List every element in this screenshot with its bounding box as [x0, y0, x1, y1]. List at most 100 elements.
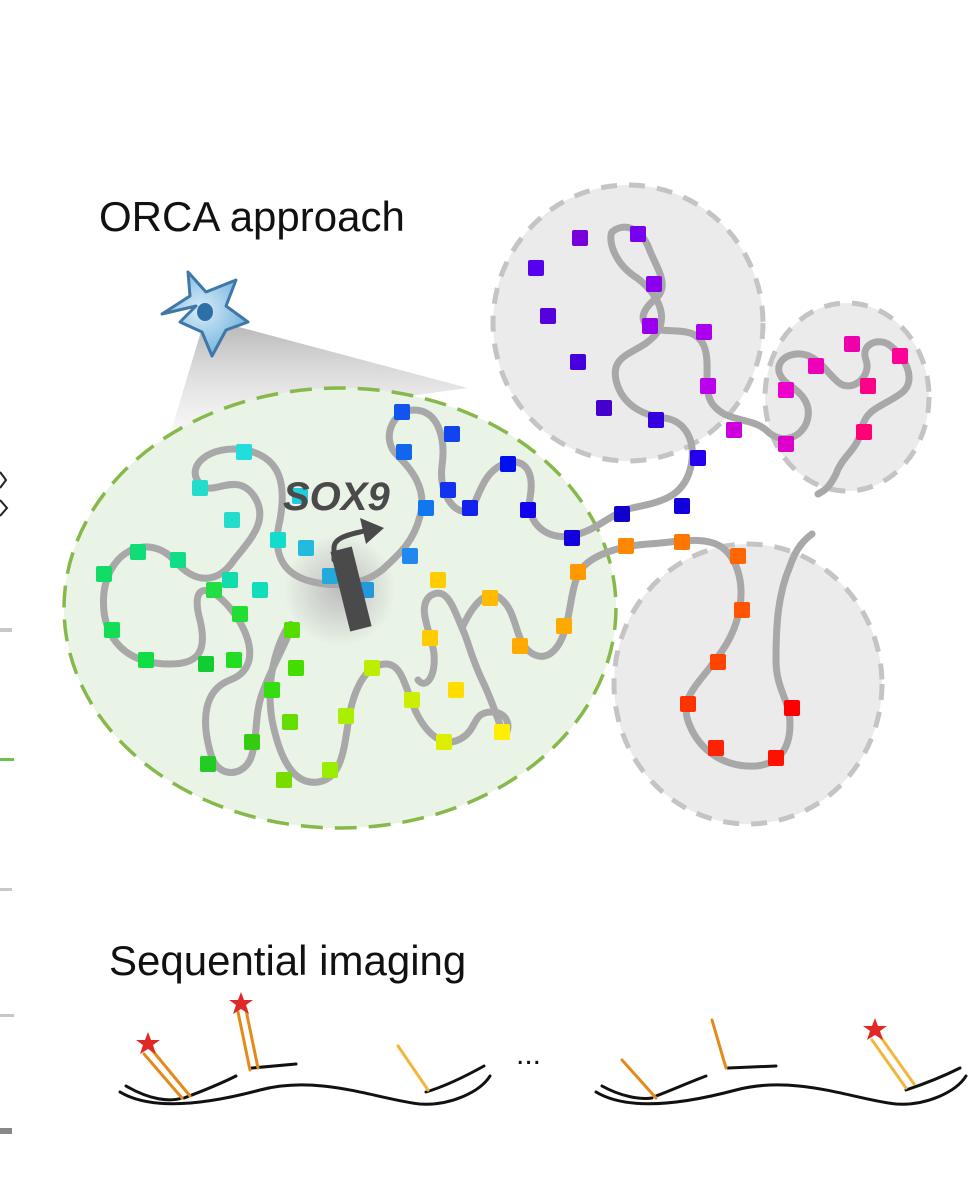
probe-marker: [596, 400, 612, 416]
ellipsis: ...: [516, 1038, 541, 1071]
probe-marker: [564, 530, 580, 546]
domain-right: [762, 300, 932, 494]
dna-strands: [118, 1062, 968, 1106]
probe-1-readout: [150, 1048, 192, 1098]
title: ORCA approach: [99, 193, 405, 240]
probe-marker: [292, 488, 308, 504]
probe-2: [236, 1010, 252, 1072]
probe-marker: [570, 564, 586, 580]
probe-marker: [364, 660, 380, 676]
probe-marker: [726, 422, 742, 438]
probe-marker: [138, 652, 154, 668]
domain-bottom: [611, 541, 885, 827]
probe-marker: [618, 538, 634, 554]
probe-3: [396, 1044, 430, 1092]
probe-marker: [680, 696, 696, 712]
probe-marker: [222, 572, 238, 588]
probes-and-stars: [142, 1008, 916, 1100]
probe-marker: [730, 548, 746, 564]
probe-marker: [276, 772, 292, 788]
cell-icon: [160, 270, 250, 358]
probe-marker: [422, 630, 438, 646]
domain-top: [490, 182, 766, 464]
probe-marker: [646, 276, 662, 292]
sox9-gene-bar: [330, 546, 372, 632]
probe-marker: [322, 568, 338, 584]
probe-marker: [708, 740, 724, 756]
probe-marker: [104, 622, 120, 638]
probe-marker: [284, 622, 300, 638]
probe-marker: [494, 724, 510, 740]
probe-marker: [282, 714, 298, 730]
probe-marker: [768, 750, 784, 766]
probe-6: [870, 1038, 908, 1090]
probe-marker: [200, 756, 216, 772]
probe-marker: [232, 606, 248, 622]
probe-marker: [892, 348, 908, 364]
probe-marker: [430, 572, 446, 588]
probe-marker: [674, 498, 690, 514]
fluorophore-star-icon: [229, 992, 253, 1014]
probe-marker: [448, 682, 464, 698]
probe-4: [620, 1058, 658, 1100]
probe-marker: [252, 582, 268, 598]
probe-2-readout: [244, 1008, 260, 1070]
probe-marker: [778, 382, 794, 398]
probe-marker: [402, 548, 418, 564]
probe-marker: [418, 500, 434, 516]
probe-marker: [570, 354, 586, 370]
tad-domains: [490, 182, 932, 827]
probe-marker: [264, 682, 280, 698]
probe-marker: [860, 378, 876, 394]
probe-marker: [734, 602, 750, 618]
probe-marker: [614, 506, 630, 522]
probe-marker: [270, 532, 286, 548]
probe-marker: [236, 444, 252, 460]
probe-marker: [440, 482, 456, 498]
probe-marker: [436, 734, 452, 750]
probe-marker: [540, 308, 556, 324]
probe-marker: [170, 552, 186, 568]
zoom-cone: [172, 318, 468, 428]
probe-marker: [244, 734, 260, 750]
probe-marker: [226, 652, 242, 668]
fluorophore-stars: [136, 992, 887, 1054]
probe-segments: [96, 226, 908, 788]
probe-marker: [396, 444, 412, 460]
probe-1: [142, 1052, 184, 1100]
probe-marker: [556, 618, 572, 634]
left-panel-remnants: [0, 471, 14, 1134]
probe-marker: [404, 692, 420, 708]
probe-marker: [198, 656, 214, 672]
probe-marker: [778, 436, 794, 452]
probe-marker: [648, 412, 664, 428]
probe-6-readout: [878, 1034, 916, 1086]
probe-marker: [298, 540, 314, 556]
probe-marker: [192, 480, 208, 496]
probe-marker: [322, 762, 338, 778]
probe-marker: [394, 404, 410, 420]
probe-marker: [500, 456, 516, 472]
probe-5: [710, 1018, 728, 1070]
fluorophore-star-icon: [136, 1032, 160, 1054]
probe-marker: [462, 500, 478, 516]
probe-marker: [690, 450, 706, 466]
probe-marker: [224, 512, 240, 528]
probe-marker: [512, 638, 528, 654]
probe-marker: [856, 424, 872, 440]
probe-marker: [444, 426, 460, 442]
probe-marker: [528, 260, 544, 276]
probe-marker: [710, 654, 726, 670]
probe-marker: [482, 590, 498, 606]
probe-marker: [696, 324, 712, 340]
probe-marker: [520, 502, 536, 518]
tss-arrow-icon: [331, 518, 384, 563]
probe-marker: [572, 230, 588, 246]
probe-marker: [808, 358, 824, 374]
probe-marker: [96, 566, 112, 582]
probe-marker: [700, 378, 716, 394]
probe-marker: [338, 708, 354, 724]
probe-marker: [844, 336, 860, 352]
fluorophore-star-icon: [863, 1018, 887, 1040]
